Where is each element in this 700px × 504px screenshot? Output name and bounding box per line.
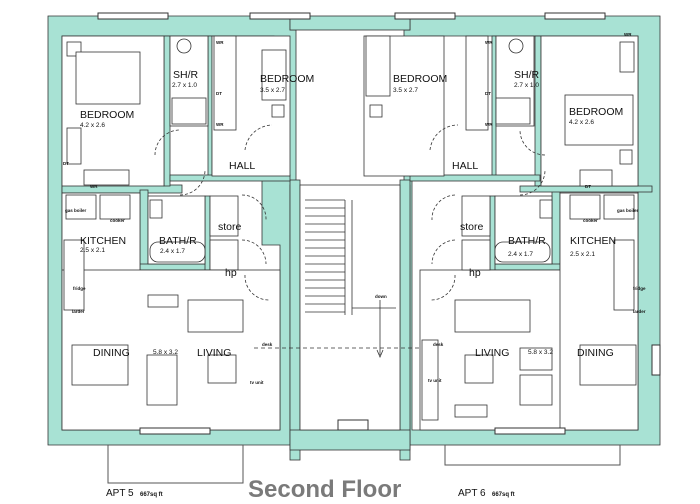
desk-label: desk — [433, 342, 444, 347]
larder-label: larder — [633, 309, 646, 314]
wardrobe-label: WR — [485, 40, 493, 45]
balconies — [107, 444, 621, 484]
bedroom-label: BEDROOM — [569, 106, 623, 118]
wardrobe-label: WR — [624, 32, 632, 37]
shower-room-dim: 2.7 x 1.0 — [172, 82, 197, 89]
bedroom-dim: 3.5 x 2.7 — [260, 87, 285, 94]
apartment-6-area: 667sq ft — [492, 492, 515, 498]
dressing-table-label: DT — [485, 91, 491, 96]
bedroom-label: BEDROOM — [393, 73, 447, 85]
store-label: store — [460, 221, 484, 233]
living-dim: 5.8 x 3.2 — [528, 349, 553, 356]
furniture — [63, 35, 637, 421]
living-label: LIVING — [197, 347, 231, 359]
fridge-label: fridge — [73, 286, 86, 291]
apartment-5-area: 667sq ft — [140, 492, 163, 498]
store-label: store — [218, 221, 242, 233]
bedroom-dim: 3.5 x 2.7 — [393, 87, 418, 94]
bedroom-dim: 4.2 x 2.6 — [80, 122, 105, 129]
living-label: LIVING — [475, 347, 509, 359]
fixture-labels: WR WR DT DT WR WR WR DT WR DT gas boiler… — [63, 32, 646, 385]
bedroom-label: BEDROOM — [260, 73, 314, 85]
hall-label: HALL — [452, 160, 478, 172]
dining-label: DINING — [93, 347, 130, 359]
door-swings — [154, 124, 546, 301]
bathroom-label: BATH/R — [508, 235, 546, 247]
kitchen-label: KITCHEN — [570, 235, 616, 247]
tv-unit-label: tv unit — [250, 380, 264, 385]
living-dim: 5.8 x 3.2 — [153, 349, 178, 356]
dining-label: DINING — [577, 347, 614, 359]
dressing-table-label: DT — [63, 161, 69, 166]
windows — [97, 12, 661, 435]
dressing-table-label: DT — [216, 91, 222, 96]
down-label: down — [375, 294, 387, 299]
gas-boiler-label: gas boiler — [65, 208, 87, 213]
bathroom-label: BATH/R — [159, 235, 197, 247]
wardrobe-label: WR — [216, 40, 224, 45]
larder-label: larder — [72, 309, 85, 314]
dressing-table-label: DT — [585, 184, 591, 189]
floor-title: Second Floor — [248, 476, 401, 503]
tv-unit-label: tv unit — [428, 378, 442, 383]
kitchen-label: KITCHEN — [80, 235, 126, 247]
apartment-5-label: APT 5 — [106, 488, 134, 499]
wardrobe-label: WR — [485, 122, 493, 127]
apartment-6-label: APT 6 — [458, 488, 486, 499]
room-labels: BEDROOM 4.2 x 2.6 SH/R 2.7 x 1.0 BEDROOM… — [80, 69, 623, 359]
staircase — [254, 199, 430, 359]
heat-pump-label: hp — [225, 267, 237, 279]
cooker-label: cooker — [110, 218, 125, 223]
bedroom-dim: 4.2 x 2.6 — [569, 119, 594, 126]
shower-room-label: SH/R — [173, 69, 199, 81]
shower-room-dim: 2.7 x 1.0 — [514, 82, 539, 89]
cooker-label: cooker — [583, 218, 598, 223]
bedroom-label: BEDROOM — [80, 109, 134, 121]
gas-boiler-label: gas boiler — [617, 208, 639, 213]
wardrobe-label: WR — [90, 184, 98, 189]
hall-label: HALL — [229, 160, 255, 172]
bathroom-dim: 2.4 x 1.7 — [160, 248, 185, 255]
wardrobe-label: WR — [216, 122, 224, 127]
kitchen-dim: 2.5 x 2.1 — [570, 251, 595, 258]
desk-label: desk — [262, 342, 273, 347]
kitchen-dim: 2.5 x 2.1 — [80, 247, 105, 254]
shower-room-label: SH/R — [514, 69, 540, 81]
fridge-label: fridge — [633, 286, 646, 291]
heat-pump-label: hp — [469, 267, 481, 279]
bathroom-dim: 2.4 x 1.7 — [508, 251, 533, 258]
